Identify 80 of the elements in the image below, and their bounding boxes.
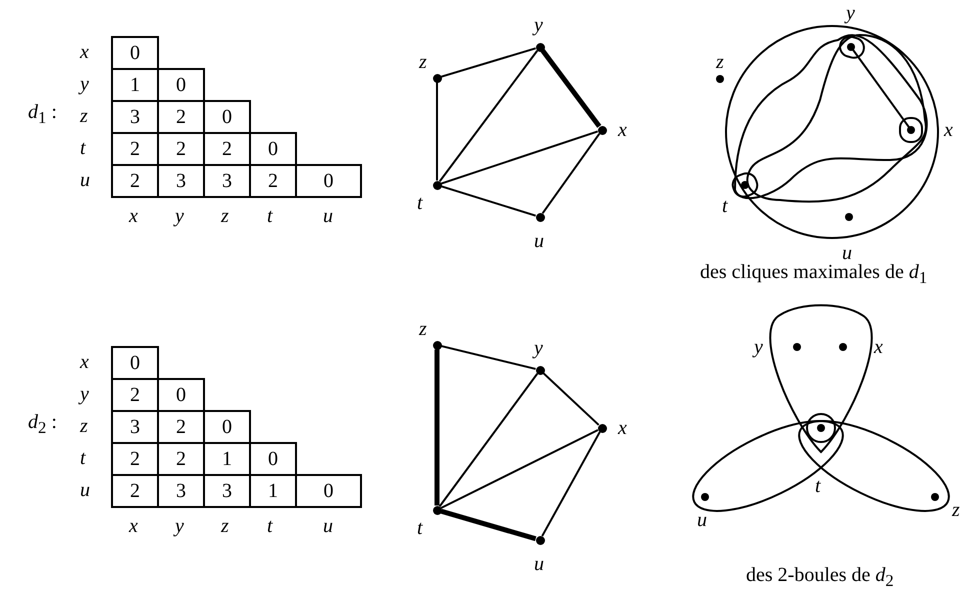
vertex-label: y	[754, 337, 763, 357]
edge-line	[438, 50, 538, 182]
vertex-label: t	[722, 196, 728, 216]
vertex-label: u	[842, 243, 852, 263]
edge-line	[441, 185, 536, 217]
column-label: z	[221, 516, 229, 536]
row-label: y	[80, 384, 89, 404]
vertex-dot	[432, 74, 442, 82]
column-label: t	[267, 516, 273, 536]
column-label: y	[175, 206, 184, 226]
vertex-label: y	[534, 338, 543, 358]
edge-line	[542, 372, 600, 426]
column-label: y	[175, 516, 184, 536]
vertex-label: x	[874, 337, 883, 357]
row-label: u	[80, 480, 90, 500]
edge-line	[441, 47, 536, 78]
row-label: y	[80, 74, 89, 94]
vertex-dot	[432, 506, 442, 514]
vertex-label: x	[618, 120, 627, 140]
edge-line	[441, 345, 536, 370]
distance-name: d$_{2}$ :	[28, 412, 57, 437]
vertex-dot	[432, 340, 442, 350]
vertex-label: u	[534, 554, 544, 574]
table-cell: 2	[111, 164, 159, 198]
thick-edge	[540, 49, 602, 128]
vertex-label: y	[846, 3, 855, 23]
table-cell: 0	[157, 68, 205, 102]
vertex-dot	[536, 536, 544, 544]
vertex-label: u	[534, 231, 544, 251]
edge-line	[438, 373, 538, 507]
vertex-label: z	[419, 52, 427, 72]
edge-line	[440, 429, 598, 509]
vertex-label: z	[952, 500, 960, 520]
table-cell: 0	[203, 100, 251, 134]
distance-name: d$_{1}$ :	[28, 102, 57, 127]
thick-edge	[440, 508, 536, 542]
vertex-label: u	[697, 510, 707, 530]
row-label: x	[80, 42, 89, 62]
table-cell: 0	[295, 474, 362, 508]
thick-edge	[434, 350, 440, 506]
table-cell: 0	[111, 36, 159, 70]
row-label: z	[80, 106, 88, 126]
edge-line	[436, 82, 438, 180]
edge-line	[542, 133, 600, 214]
vertex-dot	[536, 212, 544, 222]
edge-line	[541, 431, 601, 537]
vertex-label: t	[417, 193, 423, 213]
column-label: u	[323, 516, 333, 536]
column-label: x	[129, 516, 138, 536]
caption: des 2-boules de d$_{2}$	[746, 565, 894, 590]
vertex-label: t	[417, 518, 423, 538]
vertex-label: z	[419, 319, 427, 339]
vertex-label: z	[716, 52, 724, 72]
row-label: u	[80, 170, 90, 190]
column-label: u	[323, 206, 333, 226]
vertex-label: t	[815, 476, 821, 496]
vertex-dot	[432, 180, 442, 190]
column-label: t	[267, 206, 273, 226]
vertex-label: x	[618, 418, 627, 438]
row-label: x	[80, 352, 89, 372]
table-cell: 0	[295, 164, 362, 198]
column-label: x	[129, 206, 138, 226]
table-cell: 0	[203, 410, 251, 444]
caption: des cliques maximales de d$_{1}$	[700, 262, 928, 287]
vertex-label: y	[534, 15, 543, 35]
vertex-dot	[536, 42, 544, 52]
table-cell: 0	[111, 346, 159, 380]
vertex-dot	[598, 126, 606, 134]
vertex-dot	[598, 424, 606, 432]
vertex-dot	[536, 366, 544, 374]
table-cell: 0	[249, 442, 297, 476]
edge-line	[440, 130, 598, 185]
column-label: z	[221, 206, 229, 226]
row-label: z	[80, 416, 88, 436]
vertex-label: x	[944, 120, 953, 140]
row-label: t	[80, 448, 86, 468]
table-cell: 0	[157, 378, 205, 412]
table-cell: 2	[111, 474, 159, 508]
table-cell: 0	[249, 132, 297, 166]
row-label: t	[80, 138, 86, 158]
